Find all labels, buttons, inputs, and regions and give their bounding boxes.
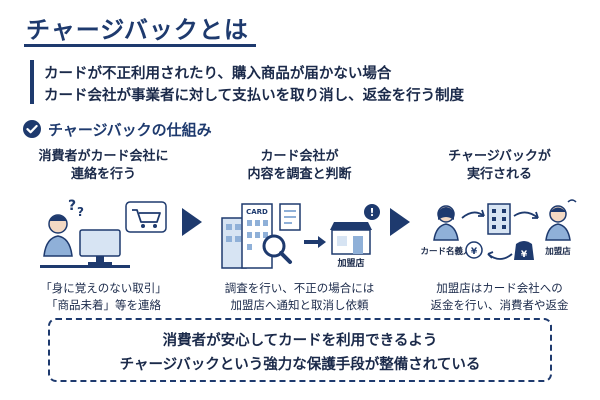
step-2-title: カード会社が 内容を調査と判断 — [247, 149, 352, 182]
page-title: チャージバックとは — [26, 16, 249, 44]
card-sign-text: CARD — [246, 208, 268, 216]
svg-text:!: ! — [369, 206, 374, 219]
card-holder-label: カード名義人 — [420, 246, 472, 257]
definition-line-2: カード会社が事業者に対して支払いを取り消し、返金を行う制度 — [44, 88, 465, 104]
investigation-illustration: CARD ! 加盟店 — [212, 194, 387, 274]
section-heading-text: チャージバックの仕組み — [48, 120, 212, 139]
step-3-description: 加盟店はカード会社への 返金を行い、消費者や返金 — [430, 281, 569, 312]
check-circle-icon — [23, 120, 41, 138]
definition-accent-bar — [30, 60, 34, 104]
arrow-right-icon — [390, 208, 410, 236]
step-2: カード会社が 内容を調査と判断 CARD — [212, 148, 387, 314]
definition-box: カードが不正利用されたり、購入商品が届かない場合 カード会社が事業者に対して支払… — [30, 60, 570, 104]
card-company-building-icon: CARD ! 加盟店 — [221, 203, 380, 269]
title-underline — [24, 44, 256, 47]
arrow-right-icon — [182, 208, 202, 236]
consumer-computer-cart-icon: ? ? — [40, 198, 167, 268]
summary-line-2: チャージバックという強力な保護手段が整備されている — [119, 357, 481, 373]
svg-text:?: ? — [68, 198, 76, 214]
store-label: 加盟店 — [336, 257, 364, 269]
consumer-contact-illustration: ? ? — [16, 194, 191, 274]
section-heading: チャージバックの仕組み — [22, 118, 212, 140]
step-2-description: 調査を行い、不正の場合には 加盟店へ通知と取消し依頼 — [224, 281, 375, 312]
step-3: チャージバックが 実行される カード名義人 ¥ ¥ — [412, 148, 587, 314]
refund-flow-icon: カード名義人 ¥ ¥ 加盟店 — [420, 199, 577, 260]
summary-line-1: 消費者が安心してカードを利用できるよう — [162, 333, 438, 349]
chargeback-execution-illustration: カード名義人 ¥ ¥ 加盟店 — [412, 194, 587, 274]
step-3-title: チャージバックが 実行される — [448, 149, 551, 182]
store-label: 加盟店 — [544, 246, 571, 257]
step-1-title: 消費者がカード会社に 連絡を行う — [38, 149, 169, 182]
svg-text:¥: ¥ — [521, 250, 528, 260]
definition-line-1: カードが不正利用されたり、購入商品が届かない場合 — [44, 66, 392, 82]
step-1-description: 「身に覚えのない取引」 「商品未着」等を連絡 — [40, 281, 167, 312]
step-1: 消費者がカード会社に 連絡を行う ? ? 「身に覚えのない取引」 「商品未着」等… — [16, 148, 191, 314]
svg-text:¥: ¥ — [471, 247, 478, 257]
summary-box: 消費者が安心してカードを利用できるよう チャージバックという強力な保護手段が整備… — [48, 318, 552, 382]
svg-text:?: ? — [77, 205, 84, 219]
